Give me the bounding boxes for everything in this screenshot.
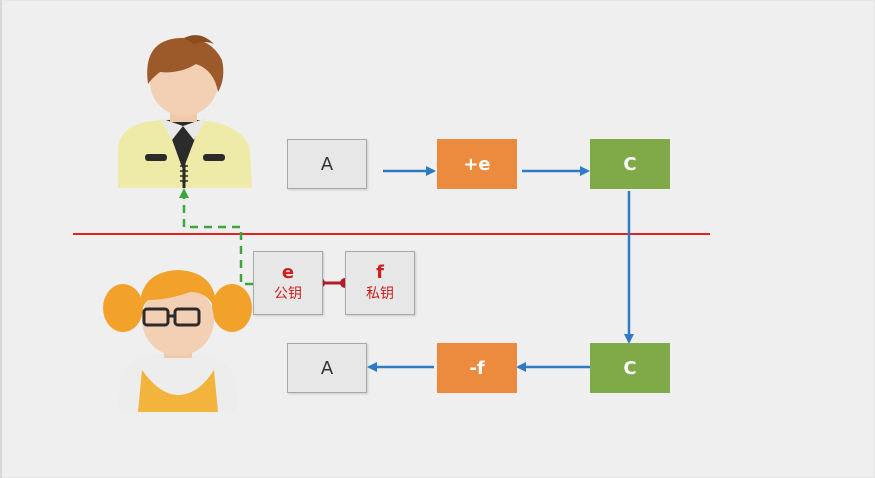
private-key-card: f 私钥 <box>345 251 415 315</box>
female-user-icon <box>103 270 252 412</box>
decrypt-label: -f <box>469 357 485 379</box>
ciphertext-box-top: C <box>590 139 670 189</box>
ciphertext-box-bottom: C <box>590 343 670 393</box>
encrypt-box: +e <box>437 139 517 189</box>
public-key-card: e 公钥 <box>253 251 323 315</box>
public-key-letter: e <box>281 262 295 283</box>
private-key-letter: f <box>376 262 384 283</box>
encrypt-label: +e <box>463 153 491 175</box>
male-user-icon <box>118 35 252 188</box>
public-key-label: 公钥 <box>274 286 302 302</box>
decrypt-box: -f <box>437 343 517 393</box>
ciphertext-label-bottom: C <box>623 357 637 379</box>
plaintext-box-bottom: A <box>287 343 367 393</box>
public-key-delivery-path <box>179 188 253 286</box>
plaintext-box-top: A <box>287 139 367 189</box>
ciphertext-label-top: C <box>623 153 637 175</box>
plaintext-label-top: A <box>320 153 334 175</box>
plaintext-label-bottom: A <box>320 357 334 379</box>
private-key-label: 私钥 <box>366 286 394 302</box>
